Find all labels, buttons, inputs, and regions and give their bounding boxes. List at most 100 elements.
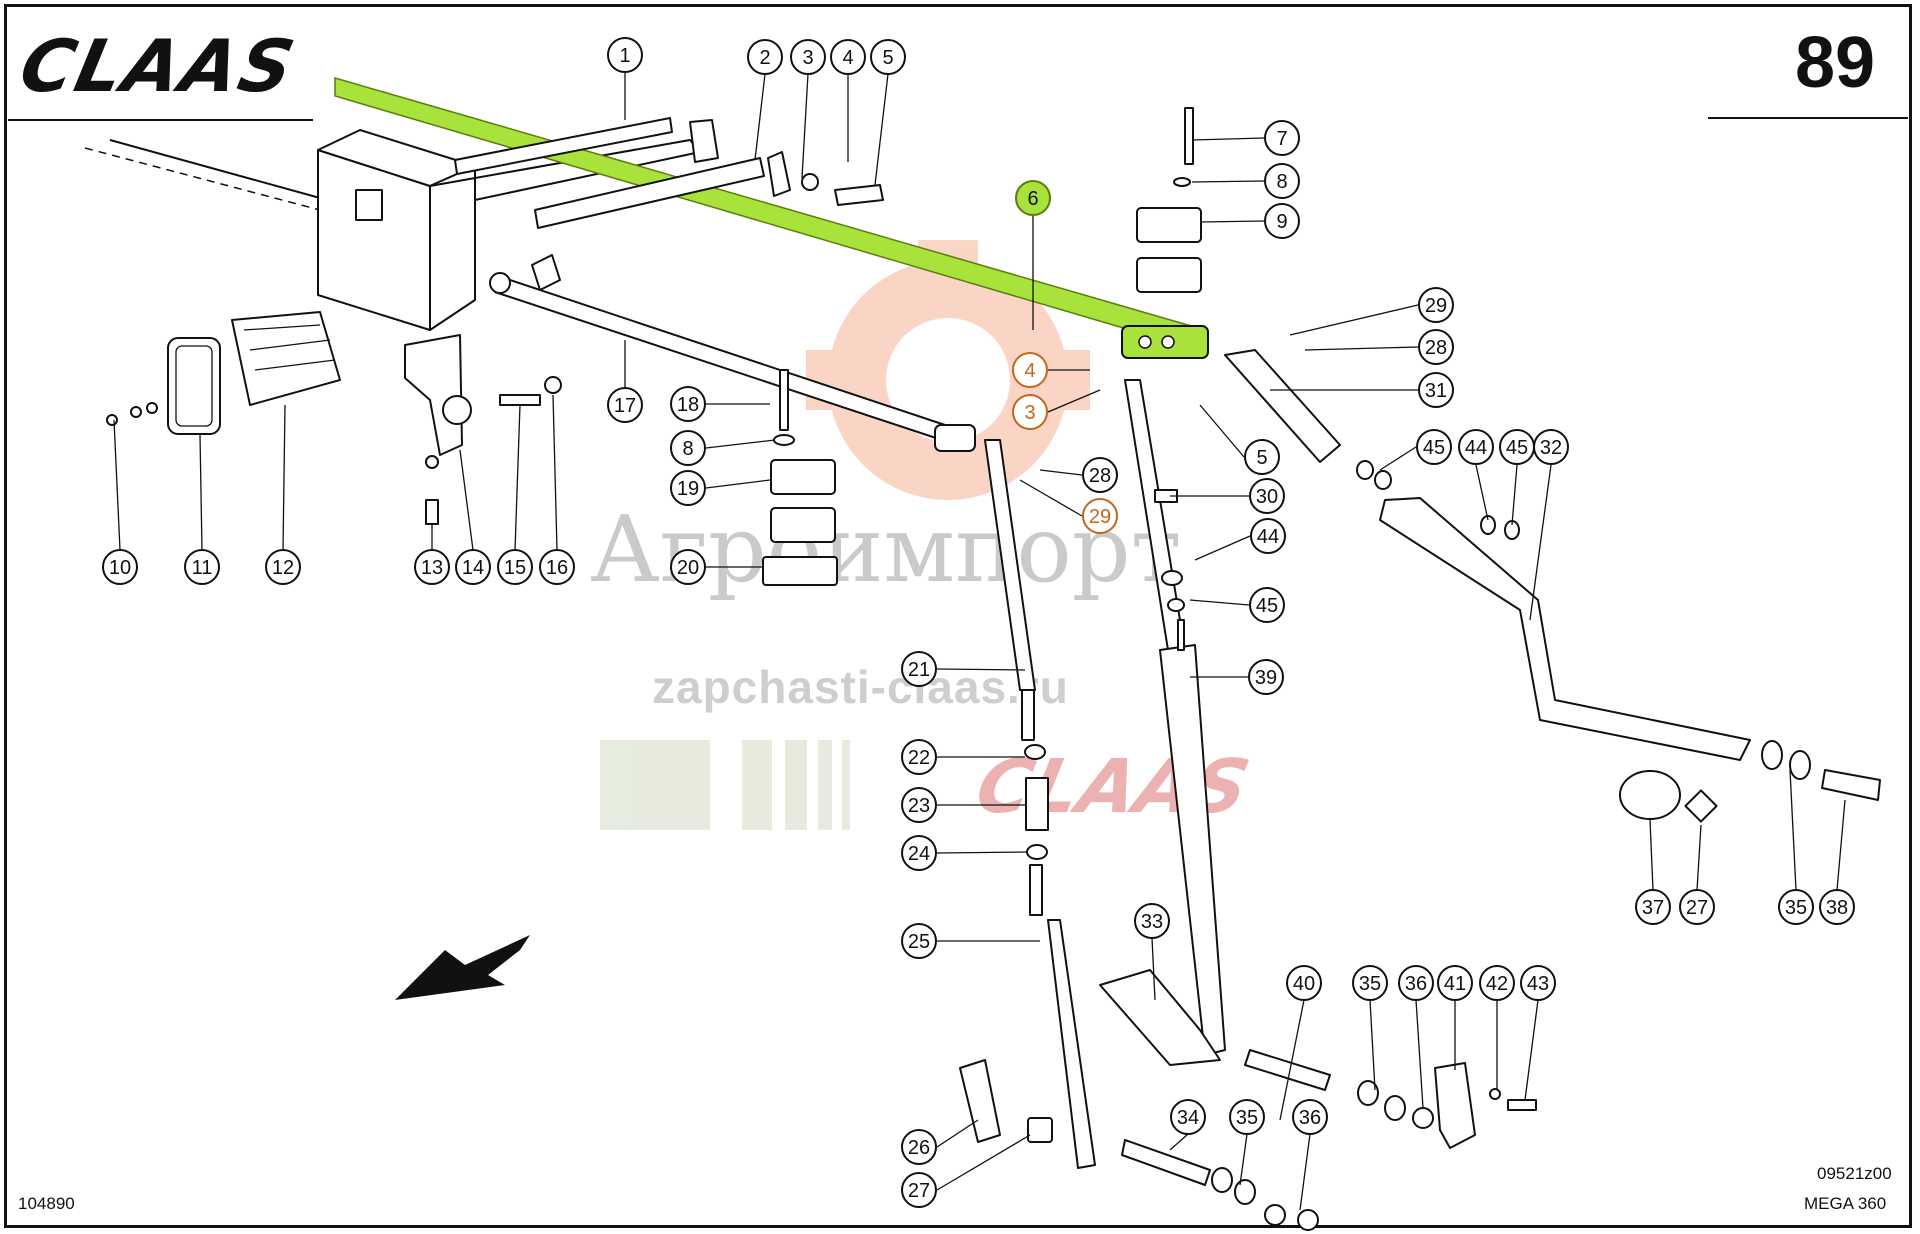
callout-circle [790,39,826,75]
callout-label: 27 [908,1180,930,1202]
callout-circle [414,549,450,585]
leader-line [552,394,558,551]
callout-label: 44 [1465,437,1487,459]
callout-circle [1015,180,1051,216]
leader-line [705,479,771,489]
callout-circle [870,39,906,75]
leader-line [754,73,766,161]
callout-3: 3 [790,39,826,75]
right-arms [1224,349,1881,823]
callout-label: 3 [1024,402,1035,424]
leader-line [1415,999,1424,1109]
leader-line [1199,220,1265,223]
callout-circle [1249,478,1285,514]
callout-label: 11 [192,557,213,579]
leader-line [1836,799,1846,891]
callout-6: 6 [1015,180,1051,216]
clamp-blocks [762,107,1202,586]
callout-18: 18 [670,386,706,422]
callout-label: 28 [1425,337,1447,359]
callout-label: 7 [1276,128,1287,150]
callout-11: 11 [184,549,220,585]
callout-circle [1778,889,1814,925]
watermark-bars [600,740,850,830]
callout-label: 4 [842,47,853,69]
callout-28: 28 [1082,457,1118,493]
callout-circle [1264,203,1300,239]
leader-lines [113,72,1846,1211]
callout-circle [607,37,643,73]
leader-line [936,1134,1031,1191]
callout-circle [670,549,706,585]
callout-2: 2 [747,39,783,75]
callout-label: 4 [1024,360,1035,382]
callout-label: 40 [1293,973,1315,995]
callout-circle [265,549,301,585]
callout-circle [1679,889,1715,925]
callout-label: 32 [1540,437,1562,459]
callout-label: 35 [1359,973,1381,995]
callout-label: 5 [882,47,893,69]
callout-label: 8 [682,438,693,460]
leader-line [1239,1133,1248,1186]
callout-label: 20 [677,557,699,579]
callout-label: 35 [1236,1107,1258,1129]
callout-circle [1292,1099,1328,1135]
callout-circle [901,923,937,959]
callout-41: 41 [1437,965,1473,1001]
callout-32: 32 [1533,429,1569,465]
callout-17: 17 [607,387,643,423]
callout-label: 8 [1276,171,1287,193]
callout-circle [1533,429,1569,465]
callout-5: 5 [870,39,906,75]
callout-7: 7 [1264,120,1300,156]
callout-label: 36 [1299,1107,1321,1129]
callout-label: 17 [614,395,636,417]
left-small-parts [106,311,562,525]
callout-37: 37 [1635,889,1671,925]
callout-label: 29 [1425,295,1447,317]
callout-label: 39 [1255,667,1277,689]
callout-circle [1134,903,1170,939]
footer-model: MEGA 360 [1804,1194,1887,1213]
leader-line [936,1119,979,1148]
callout-35: 35 [1229,1099,1265,1135]
leader-line [1194,535,1251,561]
callout-label: 18 [677,394,699,416]
callout-circle [830,39,866,75]
callout-23: 23 [901,787,937,823]
leader-line [1191,137,1265,141]
callout-4: 4 [1012,352,1048,388]
callout-14: 14 [455,549,491,585]
callout-label: 6 [1027,188,1038,210]
leader-line [801,73,809,179]
callout-16: 16 [539,549,575,585]
callout-circle [102,549,138,585]
leader-line [459,449,474,551]
callout-label: 16 [546,557,568,579]
callout-label: 3 [802,47,813,69]
callout-circle [1244,439,1280,475]
callout-label: 2 [759,47,770,69]
callout-35: 35 [1352,965,1388,1001]
callout-circle [1352,965,1388,1001]
callout-5: 5 [1244,439,1280,475]
callout-label: 1 [619,45,630,67]
callout-3: 3 [1012,394,1048,430]
callout-label: 29 [1089,506,1111,528]
callout-44: 44 [1458,429,1494,465]
callout-label: 26 [908,1137,930,1159]
callout-25: 25 [901,923,937,959]
leader-line [113,419,121,551]
callout-36: 36 [1292,1099,1328,1135]
callout-31: 31 [1418,372,1454,408]
callout-label: 14 [462,557,484,579]
callout-circle [670,470,706,506]
footer-left-code: 104890 [18,1194,75,1213]
footer-right-code: 09521z00 [1817,1164,1892,1183]
logo-underline [8,119,313,121]
leader-line [1369,999,1376,1091]
callout-28: 28 [1418,329,1454,365]
leader-line [1529,464,1552,621]
